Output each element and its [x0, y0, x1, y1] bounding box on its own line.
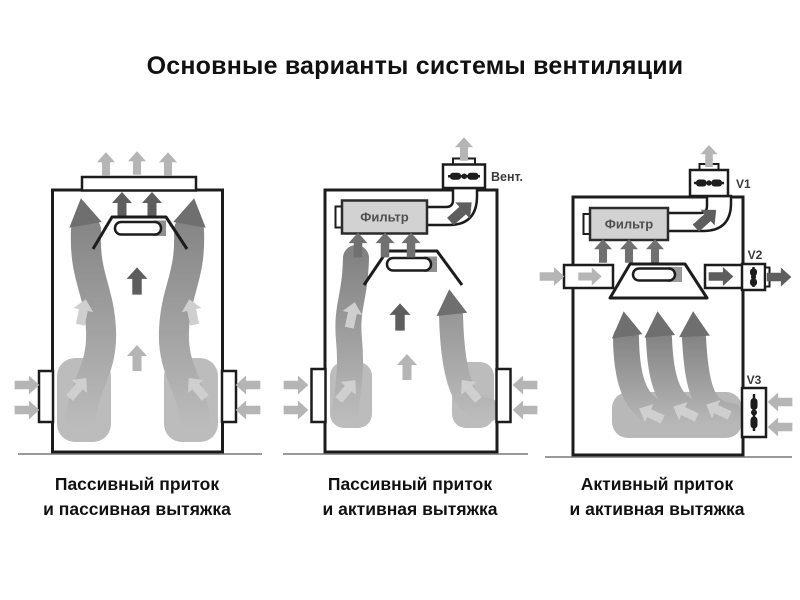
arrow-up-icon	[455, 137, 473, 161]
lamp	[113, 220, 166, 236]
arrow-up-icon	[159, 152, 177, 176]
arrow-left-icon	[512, 400, 538, 420]
caption-line: Пассивный приток	[54, 474, 220, 494]
diagram-passive-active: Фильтр Вент.	[283, 137, 538, 455]
caption-line: Активный приток	[580, 474, 734, 494]
plume-left	[65, 215, 117, 440]
fan-unit-v3: V3	[740, 373, 793, 439]
plume-2	[646, 325, 729, 431]
caption-line: и пассивная вытяжка	[43, 499, 231, 519]
caption-line: и активная вытяжка	[322, 499, 498, 519]
arrow-right-icon	[14, 375, 40, 395]
caption-line: Пассивный приток	[327, 474, 493, 494]
arrow-right-icon	[283, 400, 309, 420]
inlet-vent-left	[310, 367, 327, 424]
fan-unit: Вент.	[441, 137, 523, 190]
fan-unit-v1: V1	[688, 144, 751, 198]
inlet-vent-left	[37, 369, 55, 424]
arrow-up-icon	[128, 151, 146, 175]
hood-shield	[91, 215, 189, 250]
caption-diagram-3: Активный приток и активная вытяжка	[532, 472, 782, 522]
inlet-vent-right	[220, 369, 238, 424]
filter-unit: Фильтр	[334, 199, 429, 258]
filter-label: Фильтр	[360, 210, 409, 225]
arrow-up-icon	[97, 152, 115, 176]
filter-label: Фильтр	[605, 217, 654, 232]
arrow-left-icon	[767, 417, 793, 437]
fan-blade-icon	[694, 179, 724, 187]
fan-label-v1: V1	[736, 177, 751, 191]
arrow-right-icon	[283, 375, 309, 395]
fan-unit-v2: V2	[740, 248, 792, 292]
fan-blade-icon	[750, 394, 758, 431]
exhaust-air-arrows	[97, 151, 177, 176]
arrow-right-icon	[14, 400, 40, 420]
fan-label-v3: V3	[747, 373, 762, 387]
air-plumes	[57, 195, 218, 442]
diagram-passive-passive	[14, 151, 262, 455]
lamp	[385, 256, 437, 272]
fan-label: Вент.	[491, 170, 523, 184]
fan-label-v2: V2	[748, 248, 763, 262]
arrow-left-icon	[235, 375, 261, 395]
lamp	[631, 267, 682, 282]
arrow-right-icon	[539, 267, 565, 286]
filter-unit: Фильтр	[582, 206, 670, 263]
fan-blade-icon	[448, 172, 480, 180]
arrow-left-icon	[512, 375, 538, 395]
caption-line: и активная вытяжка	[569, 499, 745, 519]
arrow-left-icon	[235, 400, 261, 420]
arrow-left-icon	[767, 392, 793, 412]
page-title: Основные варианты системы вентиляции	[146, 52, 684, 80]
caption-diagram-1: Пассивный приток и пассивная вытяжка	[12, 472, 262, 522]
air-plumes	[608, 309, 743, 438]
exhaust-cap	[80, 175, 198, 192]
caption-diagram-2: Пассивный приток и активная вытяжка	[285, 472, 535, 522]
diagram-active-active: Фильтр V1	[539, 144, 793, 458]
plume-right	[158, 215, 210, 440]
inlet-vent-right	[495, 367, 512, 424]
fan-blade-icon	[750, 267, 757, 287]
